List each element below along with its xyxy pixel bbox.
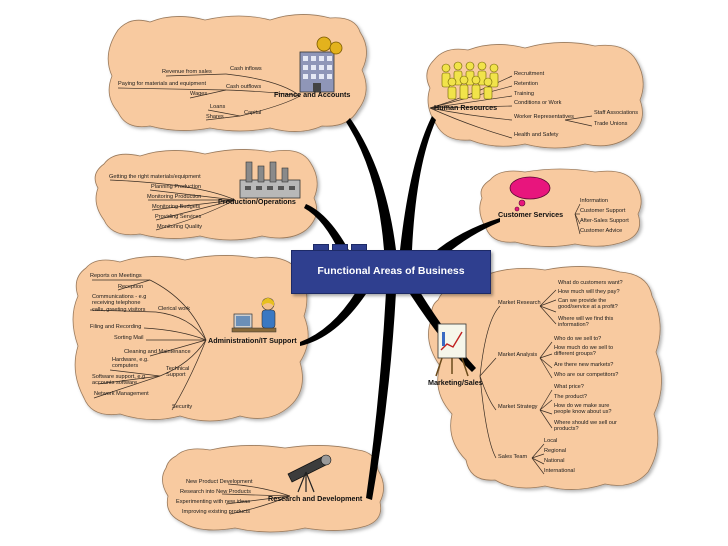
admin-security: Security [172, 404, 193, 410]
production-monitoring: Monitoring Production [147, 194, 202, 200]
marketing-q-new-markets: Are there new markets? [554, 362, 614, 368]
hr-title: Human Resources [434, 103, 498, 112]
hr-trade-unions: Trade Unions [594, 121, 628, 127]
marketing-local: Local [544, 438, 558, 444]
production-quality: Monitoring Quality [157, 224, 203, 230]
flipchart-icon [435, 323, 469, 377]
admin-title: Administration/IT Support [208, 336, 297, 345]
hr-worker-reps: Worker Representatives [514, 114, 574, 120]
marketing-q-where: Where should we sell our products? [554, 420, 617, 433]
finance-cash-inflows: Cash inflows [230, 66, 262, 72]
hr-staff-assoc: Staff Associations [594, 110, 639, 116]
admin-cleaning: Cleaning and Maintenance [124, 349, 191, 355]
finance-wages: Wages [190, 91, 208, 97]
marketing-regional: Regional [544, 448, 567, 454]
rd-experimenting: Experimenting with new ideas [176, 499, 250, 505]
branch-finance [346, 118, 396, 250]
admin-filing: Filing and Recording [90, 324, 142, 330]
finance-revenue: Revenue from sales [162, 69, 212, 75]
hr-training: Training [514, 91, 535, 97]
person-at-computer-icon [231, 297, 277, 333]
marketing-q-how-much: How much do we sell to different groups? [554, 345, 614, 358]
rd-new-product: New Product Development [186, 479, 253, 485]
marketing-q-want: What do customers want? [558, 280, 623, 286]
customer-title: Customer Services [498, 210, 564, 219]
admin-clerical: Clerical work [158, 306, 191, 312]
finance-capital: Capital [244, 110, 262, 116]
admin-communications: Communications - e.g receiving telephone… [92, 294, 147, 313]
hr-conditions: Conditions or Work [514, 100, 562, 106]
production-getting: Getting the right materials/equipment [109, 174, 201, 180]
speech-cloud-icon [509, 176, 551, 212]
customer-after-sales: After-Sales Support [580, 218, 629, 224]
office-building-icon [299, 36, 343, 93]
marketing-q-sell-to: Who do we sell to? [554, 336, 602, 342]
admin-network: Network Management [94, 391, 149, 397]
admin-sorting: Sorting Mail [114, 335, 144, 341]
marketing-q-info: Where will we find this information? [558, 316, 614, 329]
hr-health: Health and Safety [514, 132, 559, 138]
branch-hr [400, 116, 436, 250]
marketing-title: Marketing/Sales [428, 378, 483, 387]
finance-title: Finance and Accounts [274, 90, 351, 99]
branch-customer [432, 218, 500, 260]
finance-cash-outflows: Cash outflows [226, 84, 262, 90]
factory-icon [239, 161, 301, 199]
marketing-q-competitors: Who are our competitors? [554, 372, 619, 378]
marketing-analysis: Market Analysis [498, 352, 538, 358]
marketing-international: International [544, 468, 575, 474]
people-group-icon [441, 61, 499, 100]
customer-support: Customer Support [580, 208, 626, 214]
finance-loans: Loans [210, 104, 226, 110]
rd-title: Research and Development [268, 494, 363, 503]
central-topic-title: Functional Areas of Business [317, 265, 465, 277]
finance-cloud [107, 14, 367, 132]
marketing-q-provide: Can we provide the good/service at a pro… [558, 298, 618, 311]
hr-retention: Retention [514, 81, 538, 87]
marketing-research: Market Research [498, 300, 541, 306]
finance-paying: Paying for materials and equipment [118, 81, 206, 87]
production-planning: Planning Production [151, 184, 202, 190]
marketing-q-pay: How much will they pay? [558, 289, 620, 295]
hr-recruitment: Recruitment [514, 71, 545, 77]
rd-cloud [162, 445, 384, 533]
production-title: Production/Operations [218, 197, 296, 206]
production-budgets: Monitoring Budgets [152, 204, 201, 210]
branch-rd [366, 292, 396, 500]
admin-reports: Reports on Meetings [90, 273, 142, 279]
rd-improving: Improving existing products [182, 509, 251, 515]
marketing-national: National [544, 458, 565, 464]
marketing-strategy: Market Strategy [498, 404, 538, 410]
marketing-q-price: What price? [554, 384, 584, 390]
marketing-q-product: The product? [554, 394, 587, 400]
admin-software: Software support, e.g. accounts software [92, 374, 147, 387]
admin-reception: Reception [118, 284, 144, 290]
marketing-q-people: How do we make sure people know about us… [554, 403, 612, 416]
customer-information: Information [580, 198, 608, 204]
production-services: Providing Services [155, 214, 202, 220]
telescope-icon [287, 454, 332, 493]
marketing-sales-team: Sales Team [498, 454, 528, 460]
branch-admin [300, 292, 366, 346]
rd-research-products: Research into New Products [180, 489, 251, 495]
admin-hardware: Hardware, e.g. computers [112, 357, 149, 370]
customer-advice: Customer Advice [580, 228, 623, 234]
marketing-cloud [428, 266, 662, 490]
central-topic: Functional Areas of Business [291, 250, 491, 294]
finance-shares: Shares [206, 114, 224, 120]
admin-technical: Technical Support [166, 366, 190, 379]
